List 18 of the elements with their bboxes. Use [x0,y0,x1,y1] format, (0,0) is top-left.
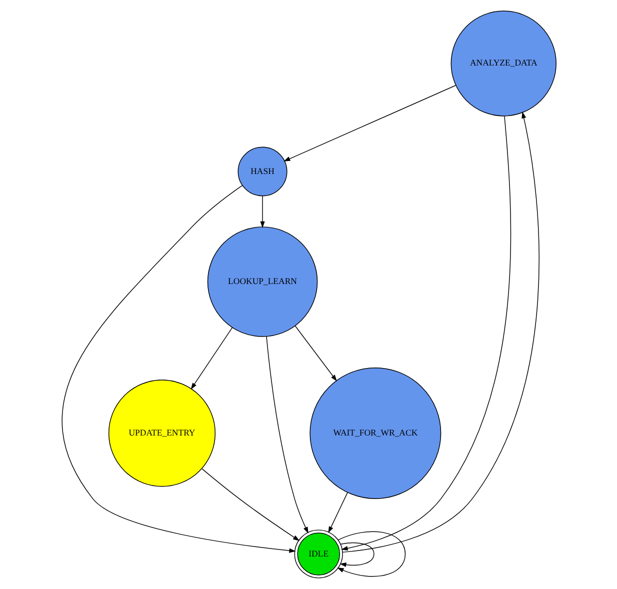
node-circle: UPDATE_ENTRY [108,380,216,487]
arrow [294,325,336,382]
arrow [190,327,232,390]
arrow [283,85,456,162]
arrow [61,185,296,553]
node-circle: HASH [237,146,287,196]
arrow [342,112,539,553]
arrow [339,542,374,568]
arrow [201,468,300,541]
node-circle: LOOKUP_LEARN [206,226,318,337]
node-circle: ANALYZE_DATA [450,10,556,116]
node-circle: IDLE [294,530,342,578]
arrow [336,531,406,577]
arrow [328,492,348,534]
arrow [260,195,264,228]
arrow [340,116,511,551]
node-circle: WAIT_FOR_WR_ACK [309,367,441,499]
arrow [266,336,308,534]
